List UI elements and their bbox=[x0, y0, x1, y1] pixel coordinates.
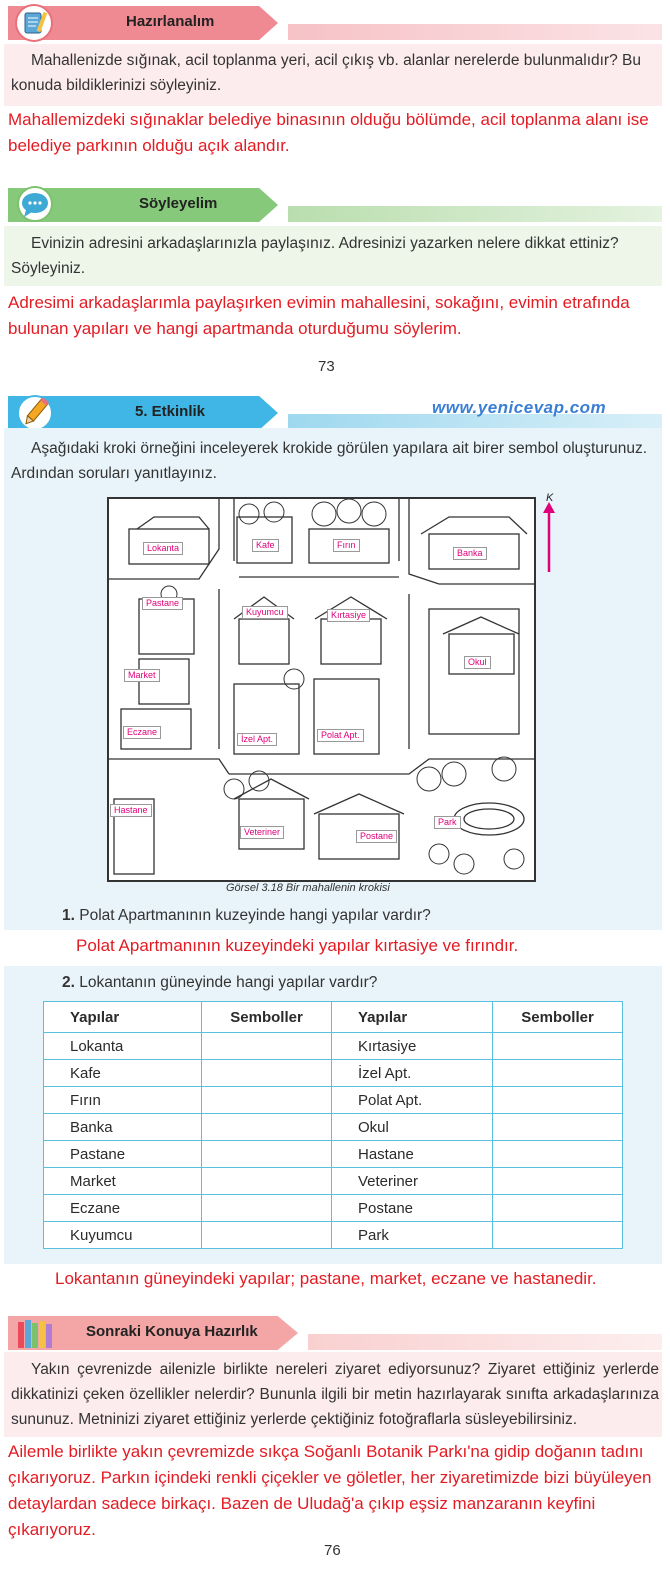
column-header: Semboller bbox=[201, 1001, 332, 1033]
symbol-cell bbox=[492, 1140, 623, 1168]
table-row: Banka Okul bbox=[42, 1113, 623, 1141]
speech-bubble-icon bbox=[14, 186, 56, 224]
table-cell: Market bbox=[42, 1167, 203, 1195]
page-number: 73 bbox=[318, 358, 335, 375]
symbol-cell bbox=[201, 1140, 332, 1168]
pencil-icon bbox=[14, 394, 56, 432]
table-row: Kuyumcu Park bbox=[42, 1221, 623, 1249]
section-title: 5. Etkinlik bbox=[135, 403, 206, 420]
section2-panel: Evinizin adresini arkadaşlarınızla payla… bbox=[4, 226, 662, 286]
symbol-cell bbox=[201, 1059, 332, 1087]
column-header: Semboller bbox=[492, 1001, 623, 1033]
table-cell: Kafe bbox=[42, 1059, 203, 1087]
map-label-polat-apt: Polat Apt. bbox=[317, 729, 364, 742]
table-cell: İzel Apt. bbox=[330, 1059, 494, 1087]
symbol-cell bbox=[492, 1113, 623, 1141]
map-label-kirtasiye: Kırtasiye bbox=[327, 609, 371, 622]
map-label-izel-apt: İzel Apt. bbox=[237, 733, 278, 746]
table-cell: Fırın bbox=[42, 1086, 203, 1114]
table-header-row: Yapılar Semboller Yapılar Semboller bbox=[42, 1001, 623, 1033]
notebook-pencil-icon bbox=[14, 4, 56, 42]
table-cell: Banka bbox=[42, 1113, 203, 1141]
table-row: Fırın Polat Apt. bbox=[42, 1086, 623, 1114]
section1-text: Mahallenizde sığınak, acil toplanma yeri… bbox=[11, 52, 641, 94]
section-header-soyleyelim: Söyleyelim bbox=[8, 186, 662, 224]
answer-1: Polat Apartmanının kuzeyindeki yapılar k… bbox=[76, 936, 519, 955]
table-cell: Hastane bbox=[330, 1140, 494, 1168]
map-label-okul: Okul bbox=[464, 656, 491, 669]
north-label: K bbox=[546, 492, 554, 504]
symbols-table: Yapılar Semboller Yapılar Semboller Loka… bbox=[42, 1001, 623, 1249]
table-cell: Lokanta bbox=[42, 1032, 203, 1060]
symbol-cell bbox=[201, 1194, 332, 1222]
neighborhood-sketch-map: Lokanta Kafe Fırın Banka Pastane Kuyumcu… bbox=[107, 497, 536, 882]
section4-text: Yakın çevrenizde ailenizle birlikte nere… bbox=[11, 1361, 659, 1428]
symbol-cell bbox=[201, 1032, 332, 1060]
symbol-cell bbox=[201, 1221, 332, 1249]
section-header-sonraki-konu: Sonraki Konuya Hazırlık bbox=[8, 1314, 662, 1352]
watermark: www.yenicevap.com bbox=[432, 398, 607, 417]
map-label-park: Park bbox=[434, 816, 461, 829]
symbol-cell bbox=[492, 1059, 623, 1087]
symbol-cell bbox=[201, 1167, 332, 1195]
symbol-cell bbox=[492, 1221, 623, 1249]
table-row: Pastane Hastane bbox=[42, 1140, 623, 1168]
table-cell: Okul bbox=[330, 1113, 494, 1141]
table-cell: Postane bbox=[330, 1194, 494, 1222]
symbol-cell bbox=[492, 1032, 623, 1060]
symbol-cell bbox=[492, 1086, 623, 1114]
table-row: Eczane Postane bbox=[42, 1194, 623, 1222]
symbol-cell bbox=[492, 1194, 623, 1222]
table-cell: Kuyumcu bbox=[42, 1221, 203, 1249]
question-text: Lokantanın güneyinde hangi yapılar vardı… bbox=[79, 974, 378, 991]
answer-2: Lokantanın güneyindeki yapılar; pastane,… bbox=[55, 1269, 597, 1288]
section2-text: Evinizin adresini arkadaşlarınızla payla… bbox=[11, 235, 619, 277]
section2-answer: Adresimi arkadaşlarımla paylaşırken evim… bbox=[8, 293, 630, 338]
map-label-kuyumcu: Kuyumcu bbox=[242, 606, 288, 619]
table-cell: Park bbox=[330, 1221, 494, 1249]
table-cell: Pastane bbox=[42, 1140, 203, 1168]
section3-text: Aşağıdaki kroki örneğini inceleyerek kro… bbox=[11, 440, 648, 482]
north-arrow-icon bbox=[543, 502, 555, 572]
symbol-cell bbox=[201, 1086, 332, 1114]
table-row: Kafe İzel Apt. bbox=[42, 1059, 623, 1087]
map-label-veteriner: Veteriner bbox=[240, 826, 285, 839]
section-title: Sonraki Konuya Hazırlık bbox=[86, 1323, 258, 1340]
question-number: 2. bbox=[62, 974, 75, 991]
section-header-etkinlik: 5. Etkinlik www.yenicevap.com bbox=[8, 394, 662, 432]
symbol-cell bbox=[201, 1113, 332, 1141]
table-row: Lokanta Kırtasiye bbox=[42, 1032, 623, 1060]
map-label-firin: Fırın bbox=[333, 539, 360, 552]
map-label-market: Market bbox=[124, 669, 160, 682]
table-cell: Veteriner bbox=[330, 1167, 494, 1195]
question-number: 1. bbox=[62, 907, 75, 924]
map-label-hastane: Hastane bbox=[110, 804, 152, 817]
table-cell: Eczane bbox=[42, 1194, 203, 1222]
section1-answer: Mahallemizdeki sığınaklar belediye binas… bbox=[8, 110, 649, 155]
question-2: 2. Lokantanın güneyinde hangi yapılar va… bbox=[62, 970, 642, 995]
map-label-eczane: Eczane bbox=[123, 726, 162, 739]
section4-answer: Ailemle birlikte yakın çevremizde sıkça … bbox=[8, 1442, 652, 1539]
map-label-kafe: Kafe bbox=[252, 539, 279, 552]
table-cell: Kırtasiye bbox=[330, 1032, 494, 1060]
page-number: 76 bbox=[324, 1542, 341, 1559]
map-label-pastane: Pastane bbox=[142, 597, 184, 610]
table-cell: Polat Apt. bbox=[330, 1086, 494, 1114]
section-header-hazirlanalim: Hazırlanalım bbox=[8, 4, 662, 42]
symbol-cell bbox=[492, 1167, 623, 1195]
map-label-lokanta: Lokanta bbox=[143, 542, 184, 555]
column-header: Yapılar bbox=[42, 1001, 203, 1033]
section4-panel: Yakın çevrenizde ailenizle birlikte nere… bbox=[4, 1352, 662, 1437]
table-row: Market Veteriner bbox=[42, 1167, 623, 1195]
books-icon bbox=[14, 1314, 56, 1352]
question-1: 1. Polat Apartmanının kuzeyinde hangi ya… bbox=[62, 903, 642, 928]
figure-caption: Görsel 3.18 Bir mahallenin krokisi bbox=[226, 882, 390, 894]
question-text: Polat Apartmanının kuzeyinde hangi yapıl… bbox=[79, 907, 431, 924]
column-header: Yapılar bbox=[330, 1001, 494, 1033]
section-title: Söyleyelim bbox=[139, 195, 218, 212]
section-title: Hazırlanalım bbox=[126, 13, 215, 30]
map-label-banka: Banka bbox=[453, 547, 487, 560]
map-label-postane: Postane bbox=[356, 830, 398, 843]
section1-panel: Mahallenizde sığınak, acil toplanma yeri… bbox=[4, 44, 662, 106]
